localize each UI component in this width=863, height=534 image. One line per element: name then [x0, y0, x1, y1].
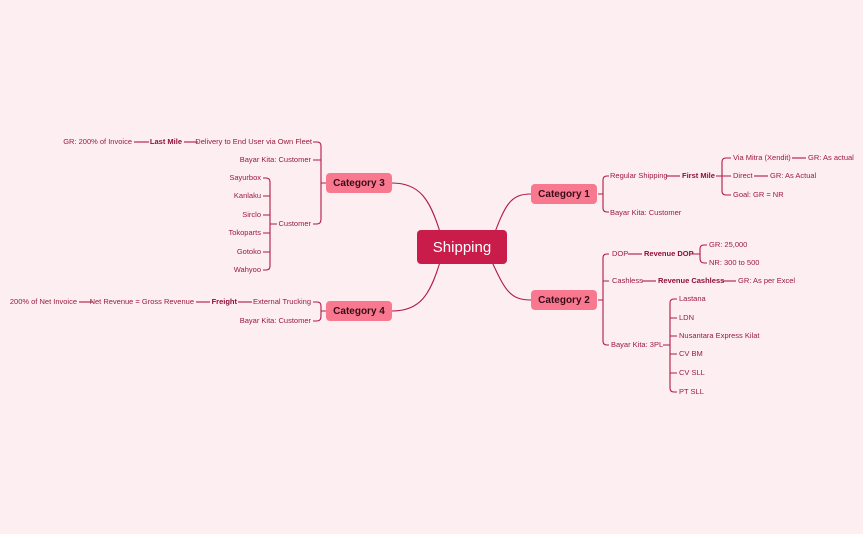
link-root-cat4 — [391, 261, 441, 312]
cat2-bayar-label[interactable]: Bayar Kita: 3PL — [611, 340, 664, 349]
link-cat3-branches — [313, 141, 326, 225]
net-invoice-label[interactable]: 200% of Net Invoice — [9, 297, 77, 306]
vendor-item[interactable]: CV BM — [679, 349, 703, 358]
external-trucking-label[interactable]: External Trucking — [253, 297, 311, 306]
nr-label[interactable]: NR: 300 to 500 — [709, 258, 760, 267]
category-3-node[interactable]: Category 3 — [326, 173, 392, 193]
customer-item[interactable]: Gotoko — [236, 247, 261, 256]
customer-item[interactable]: Sirclo — [242, 210, 261, 219]
dop-label[interactable]: DOP — [612, 249, 629, 258]
category-1-node[interactable]: Category 1 — [531, 184, 597, 204]
cat4-bayar-label[interactable]: Bayar Kita: Customer — [239, 316, 311, 325]
revenue-cashless-label[interactable]: Revenue Cashless — [658, 276, 725, 285]
link-firstmile-subs — [716, 157, 731, 196]
vendor-item[interactable]: LDN — [679, 313, 695, 322]
gr-excel-label[interactable]: GR: As per Excel — [738, 276, 796, 285]
first-mile-label[interactable]: First Mile — [682, 171, 715, 180]
link-cat4-branches — [313, 301, 326, 322]
customer-item[interactable]: Wahyoo — [233, 265, 261, 274]
vendor-item[interactable]: PT SLL — [679, 387, 704, 396]
link-3pl-vendors — [663, 298, 677, 393]
link-revdop-subs — [692, 244, 707, 264]
gr-25000-label[interactable]: GR: 25,000 — [709, 240, 748, 249]
gr-as-actual-direct-label[interactable]: GR: As Actual — [770, 171, 817, 180]
vendor-item[interactable]: CV SLL — [679, 368, 705, 377]
revenue-dop-label[interactable]: Revenue DOP — [644, 249, 694, 258]
category-2-node[interactable]: Category 2 — [531, 290, 597, 310]
gr-as-actual-mitra-label[interactable]: GR: As actual — [808, 153, 854, 162]
gr-200-invoice-label[interactable]: GR: 200% of Invoice — [63, 137, 132, 146]
last-mile-label[interactable]: Last Mile — [149, 137, 182, 146]
link-customer-list — [263, 177, 277, 271]
category-4-node[interactable]: Category 4 — [326, 301, 392, 321]
cat3-bayar-label[interactable]: Bayar Kita: Customer — [239, 155, 311, 164]
customer-item[interactable]: Kanlaku — [233, 191, 261, 200]
via-mitra-label[interactable]: Via Mitra (Xendit) — [733, 153, 791, 162]
delivery-label[interactable]: Delivery to End User via Own Fleet — [195, 137, 312, 146]
customer-item[interactable]: Tokoparts — [228, 228, 261, 237]
freight-label[interactable]: Freight — [211, 297, 237, 306]
vendor-item[interactable]: Lastana — [679, 294, 706, 303]
direct-label[interactable]: Direct — [733, 171, 753, 180]
goal-label[interactable]: Goal: GR = NR — [733, 190, 784, 199]
link-root-cat2 — [491, 261, 532, 301]
cat1-bayar-label[interactable]: Bayar Kita: Customer — [610, 208, 682, 217]
vendor-item[interactable]: Nusantara Express Kilat — [679, 331, 760, 340]
cashless-label[interactable]: Cashless — [612, 276, 643, 285]
link-cat2-branches — [598, 253, 609, 346]
customer-label[interactable]: Customer — [278, 219, 311, 228]
net-revenue-label[interactable]: Net Revenue = Gross Revenue — [89, 297, 194, 306]
link-cat1-branches — [598, 175, 609, 213]
customer-item[interactable]: Sayurbox — [229, 173, 261, 182]
regular-shipping-label[interactable]: Regular Shipping — [610, 171, 668, 180]
root-node-shipping[interactable]: Shipping — [417, 230, 507, 264]
link-root-cat3 — [391, 182, 441, 233]
